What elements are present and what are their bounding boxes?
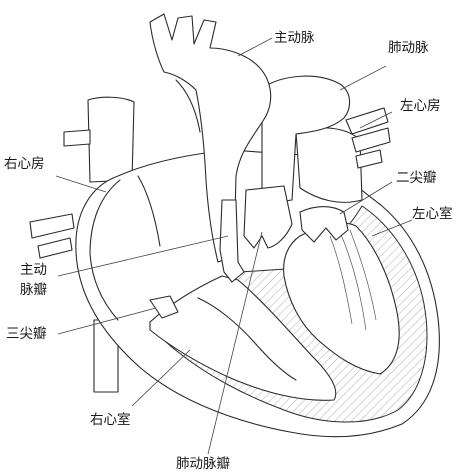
vessel-stub-left-lower — [29, 213, 75, 239]
leader-right-ventricle — [131, 349, 191, 407]
label-left-atrium: 左心房 — [400, 98, 441, 114]
label-right-ventricle: 右心室 — [90, 411, 131, 428]
label-pulmonary-artery: 肺动脉 — [388, 40, 429, 56]
label-aortic-valve-line2: 脉瓣 — [20, 282, 47, 298]
pulmonary-artery-trunk — [261, 75, 351, 205]
left-ventricle-cavity — [283, 222, 400, 375]
right-atrium-wall — [137, 175, 161, 247]
leader-aorta — [237, 37, 273, 57]
vessel-stub-left-upper — [63, 129, 91, 147]
leader-pulmonary-artery — [339, 65, 387, 91]
label-right-atrium: 右心房 — [4, 156, 45, 172]
leader-aortic-valve — [57, 235, 229, 277]
right-ventricle-septum — [197, 297, 297, 381]
right-ventricle-cavity — [149, 275, 337, 401]
pulmonary-vein-middle — [351, 127, 391, 153]
aorta-inner-curve — [175, 79, 201, 133]
leader-left-ventricle — [371, 219, 413, 237]
label-aortic-valve-line1: 主动 — [20, 262, 47, 278]
mitral-valve-leaflets — [299, 206, 349, 243]
label-aorta: 主动脉 — [274, 30, 315, 46]
chordae-tendineae — [329, 229, 377, 331]
label-pulmonary-valve: 肺动脉瓣 — [176, 456, 230, 472]
aortic-valve-cusps — [219, 199, 245, 283]
leader-right-atrium — [55, 175, 107, 193]
pulmonary-valve-cusps — [243, 185, 293, 249]
right-atrium-chamber — [89, 179, 121, 321]
label-mitral-valve: 二尖瓣 — [396, 170, 437, 186]
leader-left-atrium — [359, 111, 393, 129]
vessel-stub-left-bottom — [37, 237, 73, 259]
aorta — [149, 13, 272, 263]
superior-vena-cava — [87, 96, 135, 183]
leader-mitral-valve — [339, 181, 393, 215]
pulmonary-vein-lower — [355, 149, 383, 169]
label-left-ventricle: 左心室 — [412, 205, 453, 222]
leader-pulmonary-valve — [207, 231, 263, 455]
tricuspid-valve-leaflets — [149, 295, 179, 319]
label-tricuspid-valve: 三尖瓣 — [6, 326, 47, 342]
pulmonary-vein-upper — [345, 107, 389, 135]
leader-tricuspid-valve — [57, 307, 157, 335]
